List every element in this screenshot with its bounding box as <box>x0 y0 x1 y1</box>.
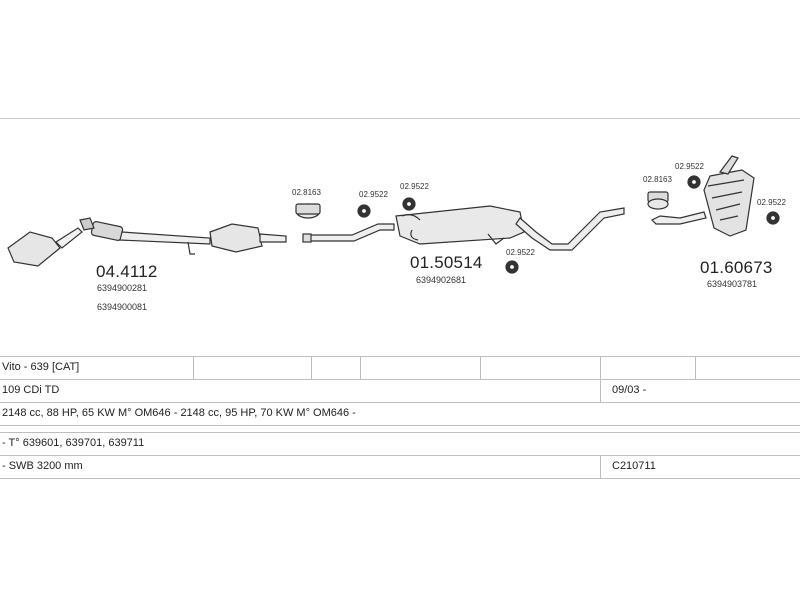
type-numbers: - T° 639601, 639701, 639711 <box>2 437 145 449</box>
part-code-middle-silencer: 01.50514 <box>410 253 483 272</box>
accessory-clamp-1[interactable] <box>295 203 321 219</box>
accessory-code: 02.9522 <box>675 162 704 171</box>
exhaust-diagram: 04.4112 6394900281 6394900081 01.50514 6… <box>0 120 800 355</box>
table-row: 2148 cc, 88 HP, 65 KW M° OM646 - 2148 cc… <box>0 403 800 426</box>
accessory-code: 02.8163 <box>292 188 321 197</box>
part-code-front-catalyst: 04.4112 <box>96 262 158 281</box>
table-row: - T° 639601, 639701, 639711 <box>0 433 800 456</box>
accessory-rubber-mount-2[interactable] <box>402 197 416 211</box>
table-row: Vito - 639 [CAT] <box>0 356 800 380</box>
top-border <box>0 118 800 119</box>
engine-version: 109 CDi TD <box>2 384 60 396</box>
vehicle-model: Vito - 639 [CAT] <box>2 361 80 373</box>
accessory-rubber-mount-3[interactable] <box>505 260 519 274</box>
table-row: 109 CDi TD 09/03 - <box>0 380 800 403</box>
application-table: Vito - 639 [CAT] 109 CDi TD 09/03 - 2148… <box>0 356 800 479</box>
rear-silencer-part[interactable] <box>650 155 755 237</box>
accessory-rubber-mount-5[interactable] <box>766 211 780 225</box>
table-row: - SWB 3200 mm C210711 <box>0 456 800 479</box>
accessory-code: 02.9522 <box>757 198 786 207</box>
accessory-code: 02.9522 <box>400 182 429 191</box>
middle-silencer-part[interactable] <box>302 205 525 245</box>
engine-specs: 2148 cc, 88 HP, 65 KW M° OM646 - 2148 cc… <box>2 407 356 419</box>
front-catalyst-part[interactable] <box>7 217 287 267</box>
accessory-rubber-mount-4[interactable] <box>687 175 701 189</box>
production-date: 09/03 - <box>612 384 647 396</box>
part-code-rear-silencer: 01.60673 <box>700 258 773 277</box>
accessory-code: 02.9522 <box>359 190 388 199</box>
part-oem-number: 6394900281 <box>97 283 148 293</box>
rear-pipe-part[interactable] <box>515 207 625 251</box>
part-oem-number: 6394900081 <box>97 302 148 312</box>
accessory-code: 02.9522 <box>506 248 535 257</box>
part-oem-number: 6394903781 <box>707 279 758 289</box>
wheelbase: - SWB 3200 mm <box>2 460 83 472</box>
exhaust-system-drawing <box>7 155 780 274</box>
part-oem-number: 6394902681 <box>416 275 467 285</box>
reference-code: C210711 <box>612 460 656 472</box>
table-spacer <box>0 426 800 433</box>
accessory-clamp-2[interactable] <box>647 191 669 210</box>
accessory-rubber-mount-1[interactable] <box>357 204 371 218</box>
accessory-code: 02.8163 <box>643 175 672 184</box>
